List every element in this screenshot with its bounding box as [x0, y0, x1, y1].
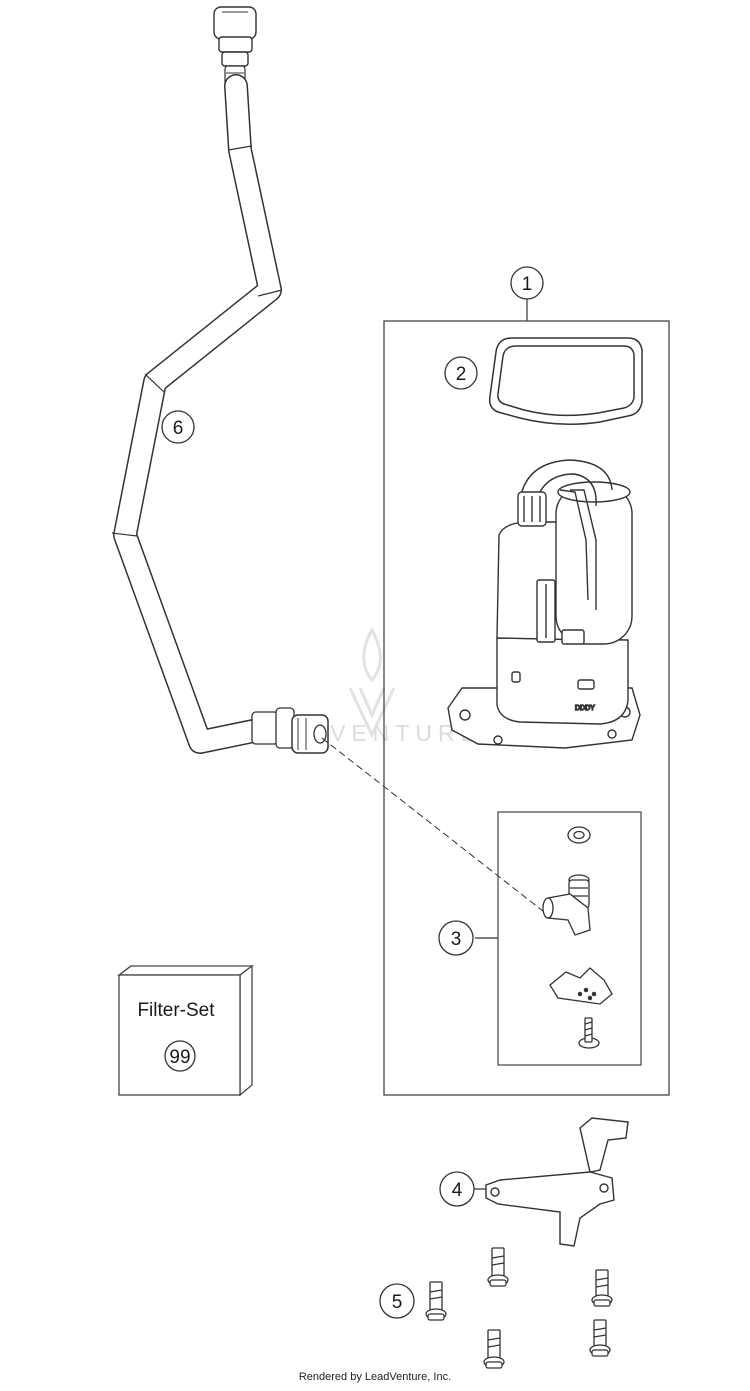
pump-marking: DDDY — [575, 705, 595, 712]
footer-credit: Rendered by LeadVenture, Inc. — [298, 1371, 452, 1383]
filter-set-number: 99 — [169, 1047, 190, 1068]
hose-leader-line — [321, 737, 549, 916]
callout-5[interactable]: 5 — [379, 1283, 415, 1319]
callout-2-number: 2 — [456, 364, 467, 385]
filter-set-box — [117, 964, 254, 1097]
fuel-pump-unit: DDDY — [447, 459, 641, 749]
fuel-hose — [111, 6, 329, 754]
filter-set-number-circle — [164, 1040, 196, 1072]
callout-6-number: 6 — [173, 418, 184, 439]
callout-5-number: 5 — [392, 1292, 403, 1313]
callout-3[interactable]: 3 — [438, 920, 474, 956]
hose-bottom-connector — [251, 707, 329, 754]
pump-seal-gasket — [488, 337, 643, 425]
bolts — [425, 1247, 613, 1369]
callout-1-number: 1 — [522, 274, 533, 295]
filter-kit-frame — [497, 811, 642, 1066]
filter-set-title: Filter-Set — [137, 1000, 215, 1021]
callout-4[interactable]: 4 — [439, 1171, 475, 1207]
callout-6[interactable]: 6 — [161, 410, 195, 444]
callout-1[interactable]: 1 — [510, 266, 544, 300]
callout-3-number: 3 — [451, 929, 462, 950]
flame-logo-icon — [348, 626, 396, 739]
filter-kit-parts — [542, 826, 613, 1049]
callout-4-number: 4 — [452, 1180, 463, 1201]
bracket — [485, 1117, 629, 1247]
callout-2[interactable]: 2 — [444, 356, 478, 390]
